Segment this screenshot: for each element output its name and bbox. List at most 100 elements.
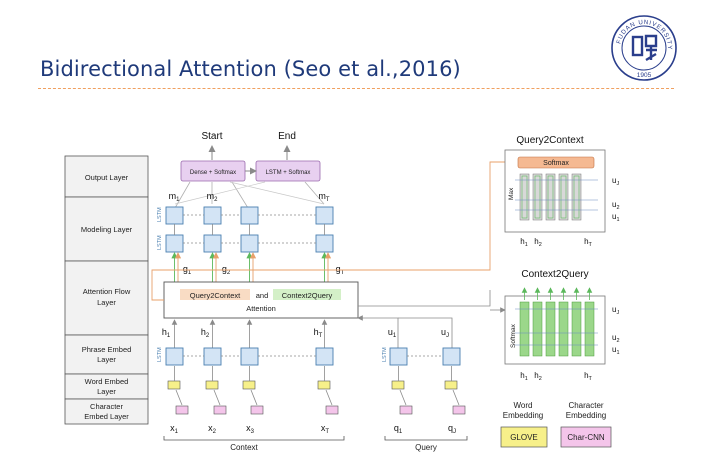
layer-char-label-1: Character [90,402,123,411]
output-end-label: End [278,131,296,142]
q2c-h2: h2 [534,237,542,248]
dense-softmax-label: Dense + Softmax [190,170,236,176]
word-embed-cell [167,380,181,390]
c2q-label: Context2Query [282,291,333,300]
layer-phrase-label-1: Phrase Embed [82,345,132,354]
lstm-cell [240,234,259,253]
context-label: Context [230,443,258,452]
lstm-cell [442,347,461,366]
layer-word-label-1: Word Embed [85,377,129,386]
attention-label: Attention [246,304,276,313]
c2q-u2: u2 [612,333,620,344]
label-q1: q1 [394,423,403,435]
layer-phrase-embed [64,334,149,375]
label-x1: x1 [170,423,179,435]
char-embed-cell [452,405,466,415]
legend-glove-box [500,426,548,448]
layer-char-label-2: Embed Layer [84,412,129,421]
word-embed-cell [205,380,219,390]
label-x3: x3 [246,423,255,435]
embedding-legend: Word Embedding Character Embedding GLOVE… [500,401,612,448]
word-embed-cell [242,380,256,390]
layer-word-label-2: Layer [97,387,116,396]
lstm-cell [389,347,408,366]
c2q-panel: Context2Query Softmax uJ u2 u1 h1 h2 hT [504,269,620,382]
lstm-label-context: LSTM [157,347,163,362]
context-brace [163,436,345,441]
lstm-softmax-label: LSTM + Softmax [266,170,311,176]
lstm-cell [165,234,184,253]
layer-output [64,155,149,198]
layer-output-label: Output Layer [85,173,129,182]
query-encoder: u1 uJ LSTM q1 qJ Query [357,315,468,452]
label-m2: m2 [207,191,219,203]
lstm-cell [315,206,334,225]
lstm-label-query: LSTM [382,347,388,362]
char-embed-cell [399,405,413,415]
legend-word-2: Embedding [503,411,543,420]
layer-char-embed [64,398,149,425]
c2q-softmax-label: Softmax [510,323,517,348]
c2q-h2: h2 [534,371,542,382]
legend-char-2: Embedding [566,411,606,420]
lstm-cell [203,206,222,225]
lstm-cell [203,347,222,366]
label-xT: xT [321,423,330,435]
q2c-softmax-label: Softmax [543,160,569,167]
q2c-label: Query2Context [190,291,241,300]
q2c-u1: u1 [612,212,620,223]
layer-attention-flow [64,260,149,336]
label-m1: m1 [169,191,181,203]
word-embed-cell [444,380,458,390]
lstm-cell [240,347,259,366]
output-start-label: Start [201,131,222,142]
lstm-cell [240,206,259,225]
title-divider [38,88,674,89]
word-embed-cell [317,380,331,390]
char-embed-cell [325,405,339,415]
query-brace [384,436,468,441]
legend-char-1: Character [568,401,603,410]
legend-charcnn-box [560,426,612,448]
query-label: Query [415,443,437,452]
label-mT: mT [318,191,330,203]
c2q-h1: h1 [520,371,528,382]
lstm-cell [165,347,184,366]
label-h1: h1 [162,327,171,339]
lstm-label-bottom: LSTM [157,235,163,250]
q2c-uJ: uJ [612,176,619,187]
logo-glyph [631,34,658,62]
fudan-university-logo: FUDAN UNIVERSITY 1905 [611,15,677,81]
legend-word-1: Word [514,401,533,410]
label-hT: hT [314,327,323,339]
layer-phrase-label-2: Layer [97,355,116,364]
q2c-hT: hT [584,237,592,248]
q2c-panel: Query2Context Softmax Max uJ u2 u1 h1 h2… [504,135,620,248]
label-qJ: qJ [448,423,456,435]
layer-attention-label-1: Attention Flow [83,287,131,296]
slide-title: Bidirectional Attention (Seo et al.,2016… [40,57,461,81]
layer-attention-label-2: Layer [97,298,116,307]
lstm-cell [315,234,334,253]
output-layer: Start End Dense + Softmax LSTM + Softmax [174,131,325,209]
q2c-panel-title: Query2Context [516,135,583,146]
c2q-panel-title: Context2Query [521,269,588,280]
q2c-highlight [180,289,250,300]
and-label: and [256,291,269,300]
q2c-max-label: Max [508,187,515,200]
word-embed-cell [391,380,405,390]
c2q-uJ: uJ [612,305,619,316]
attention-flow-block: Query2Context and Context2Query Attentio… [151,158,515,319]
char-embed-cell [213,405,227,415]
lstm-cell [203,234,222,253]
context-encoder: h1 h2 hT LSTM x1 [157,319,345,452]
lstm-cell [165,206,184,225]
modeling-layer: m1 m2 mT LSTM LSTM g1 g2 gT [157,191,345,282]
q2c-softmax-bar [517,156,595,169]
label-uJ: uJ [441,327,449,339]
layer-modeling [64,196,149,262]
char-embed-cell [250,405,264,415]
layer-labels: Output Layer Modeling Layer Attention Fl… [64,155,149,425]
c2q-hT: hT [584,371,592,382]
